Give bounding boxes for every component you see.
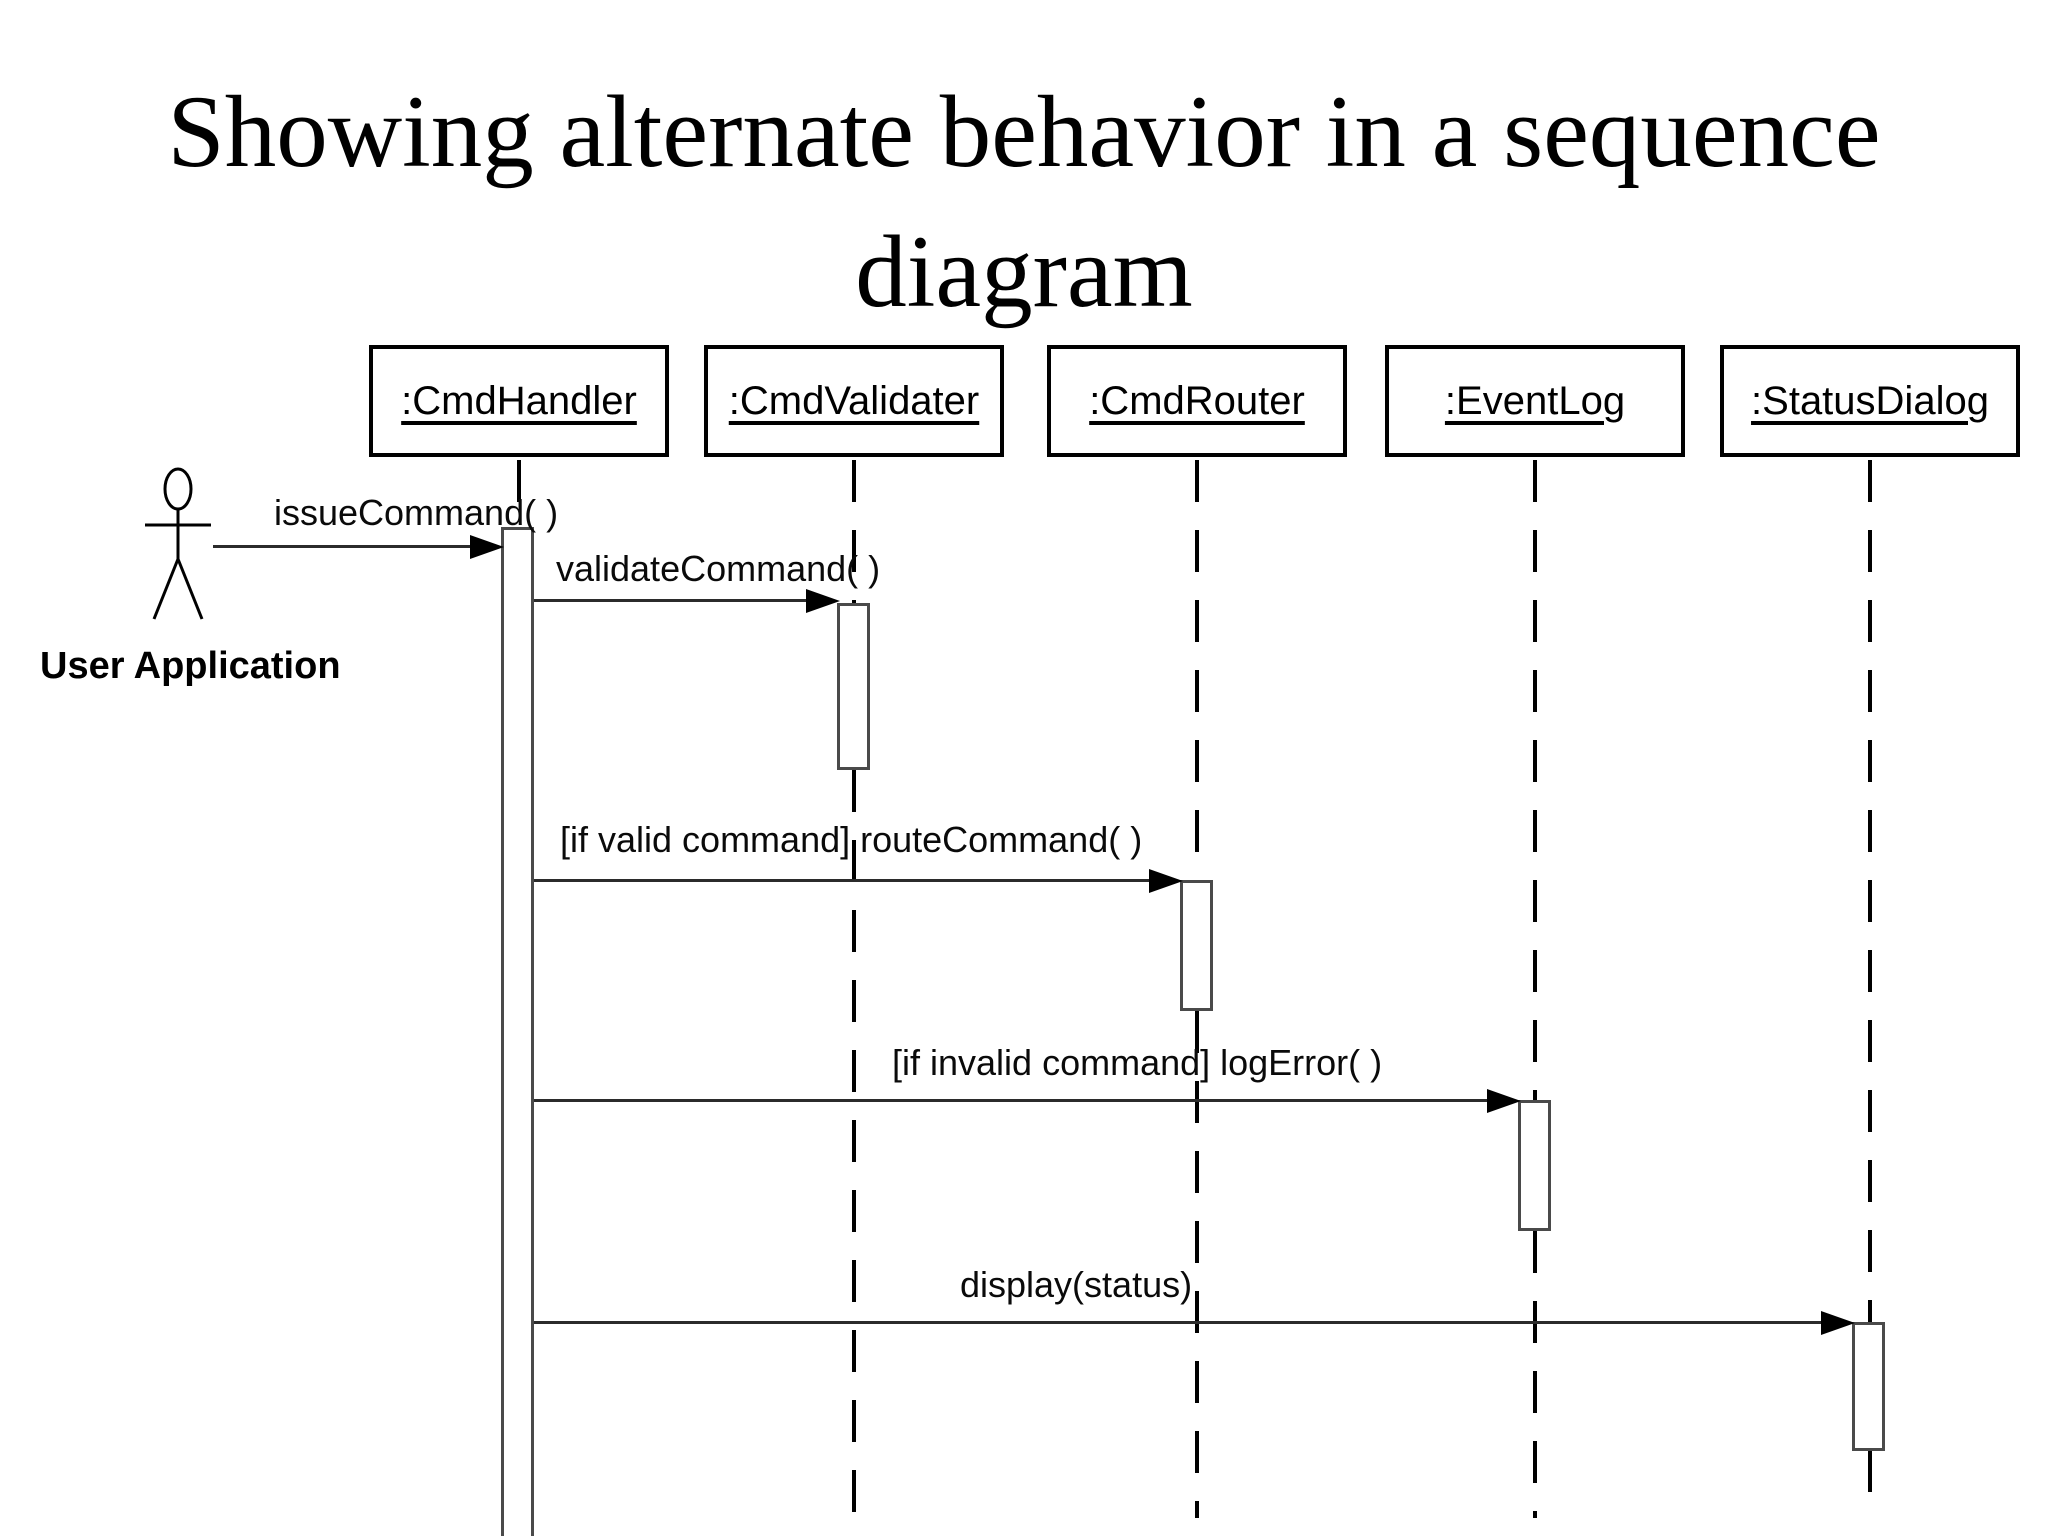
arrowhead-display-status (1821, 1311, 1855, 1335)
arrowhead-route-command (1149, 869, 1183, 893)
lifeline-label-cmd-handler: :CmdHandler (401, 378, 637, 423)
lifeline-head-cmd-validater: :CmdValidater (704, 345, 1004, 457)
message-label-display-status: display(status) (960, 1264, 1193, 1305)
lifeline-status-dialog-lower (1868, 1450, 1872, 1518)
message-label-validate-command: validateCommand( ) (556, 548, 881, 589)
lifeline-cmd-router-upper (1195, 460, 1199, 880)
lifeline-event-log-upper (1533, 460, 1537, 1100)
lifeline-cmd-handler-stub (517, 460, 521, 527)
slide-title-line1: Showing alternate behavior in a sequence (167, 75, 1881, 189)
arrowhead-validate-command (806, 589, 840, 613)
lifeline-head-status-dialog: :StatusDialog (1720, 345, 2020, 457)
message-label-log-error: [if invalid command] logError( ) (892, 1042, 1383, 1083)
arrow-issue-command (213, 545, 471, 548)
arrow-display-status (534, 1321, 1822, 1324)
lifeline-cmd-validater-lower (852, 770, 856, 1518)
lifeline-label-event-log: :EventLog (1444, 378, 1626, 423)
activation-cmd-router (1180, 880, 1213, 1011)
actor-label: User Application (40, 645, 341, 687)
activation-cmd-validater (837, 603, 870, 770)
arrow-log-error (534, 1099, 1488, 1102)
message-label-issue-command: issueCommand( ) (274, 492, 559, 533)
arrow-validate-command (534, 599, 807, 602)
lifeline-label-cmd-validater: :CmdValidater (728, 378, 980, 423)
arrow-route-command (534, 879, 1150, 882)
lifeline-head-event-log: :EventLog (1385, 345, 1685, 457)
lifeline-head-cmd-handler: :CmdHandler (369, 345, 669, 457)
arrowhead-log-error (1487, 1089, 1521, 1113)
activation-event-log (1518, 1100, 1551, 1231)
lifeline-head-cmd-router: :CmdRouter (1047, 345, 1347, 457)
slide-title: Showing alternate behavior in a sequence… (0, 62, 2048, 342)
message-label-route-command: [if valid command] routeCommand( ) (560, 819, 1143, 860)
lifeline-cmd-validater-upper (852, 460, 856, 603)
lifeline-label-status-dialog: :StatusDialog (1751, 378, 1989, 423)
activation-cmd-handler (501, 527, 534, 1536)
slide-title-line2: diagram (855, 215, 1193, 329)
lifeline-status-dialog-upper (1868, 460, 1872, 1322)
lifeline-cmd-router-lower (1195, 1011, 1199, 1518)
lifeline-event-log-lower (1533, 1231, 1537, 1518)
lifeline-label-cmd-router: :CmdRouter (1089, 378, 1305, 423)
activation-status-dialog (1852, 1322, 1885, 1451)
actor-icon (145, 467, 211, 620)
arrowhead-issue-command (470, 535, 504, 559)
